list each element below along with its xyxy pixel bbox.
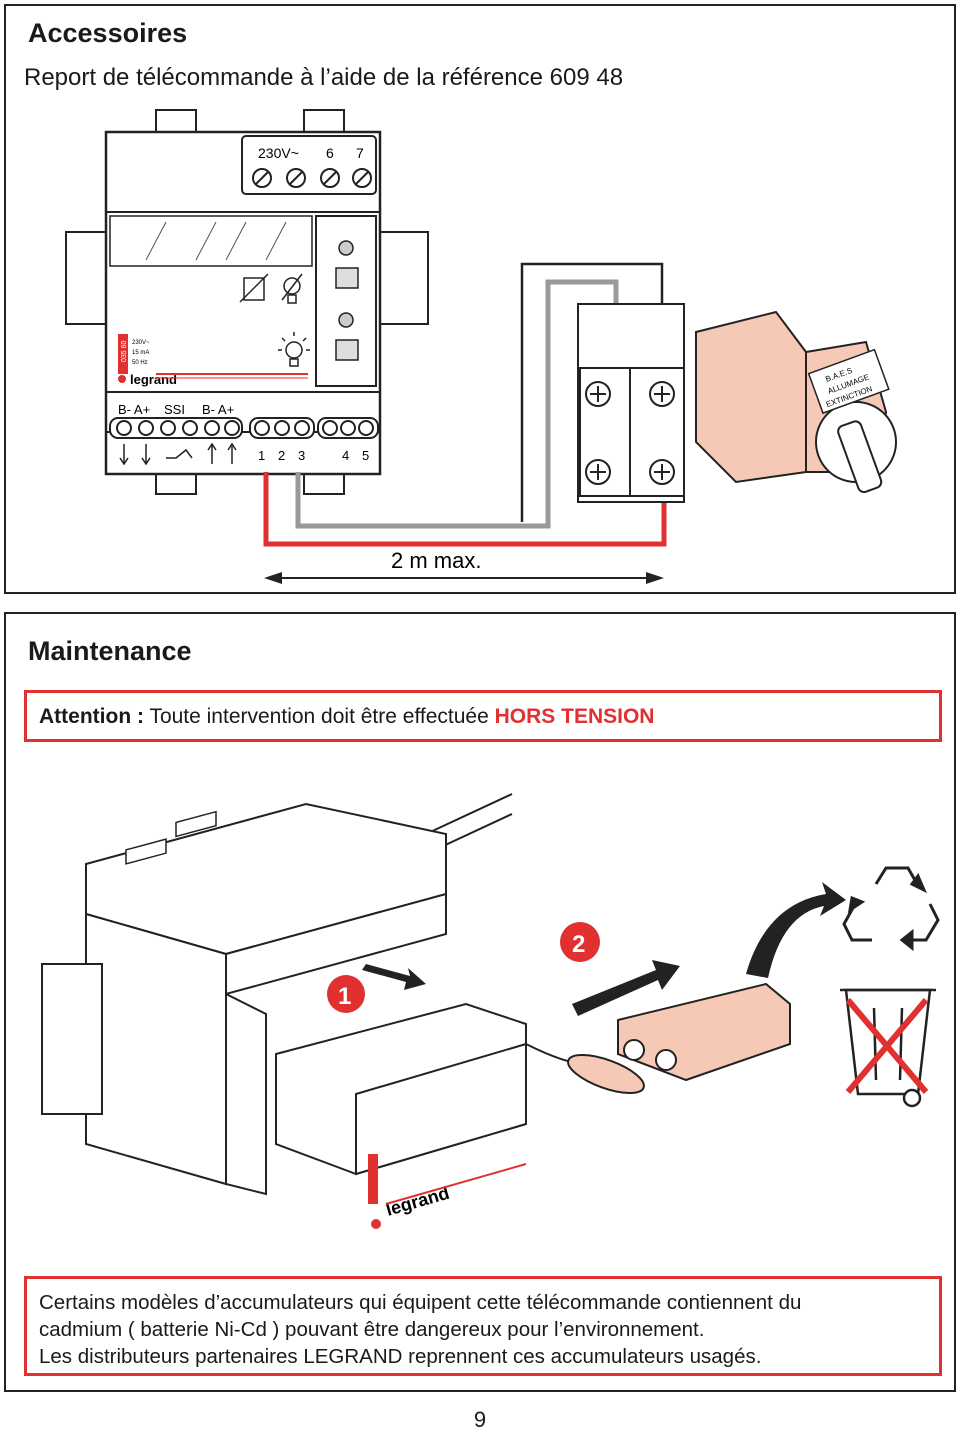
brand-dot xyxy=(118,375,126,383)
button-2 xyxy=(335,339,359,361)
step-1-arrow xyxy=(362,964,426,990)
bus-label-right: B- A+ xyxy=(202,402,234,417)
terminal-number-5: 5 xyxy=(362,448,369,463)
module-ref: 035 60 xyxy=(121,340,128,362)
terminal-label-230v: 230V~ xyxy=(258,145,299,161)
drawer-brand-dot xyxy=(371,1219,381,1229)
attention-label: Attention : xyxy=(39,705,144,728)
status-led-2 xyxy=(338,312,354,328)
environment-note-box: Certains modèles d’accumulateurs qui équ… xyxy=(24,1276,942,1376)
recycle-arrow xyxy=(746,882,846,978)
distance-label: 2 m max. xyxy=(391,548,481,573)
wiring-diagram: 230V~ 6 7 035 60 xyxy=(65,109,897,584)
bottom-screw-terminals xyxy=(109,417,379,439)
terminal-number-4: 4 xyxy=(342,448,349,463)
battery-replacement-illustration: legrand 1 2 xyxy=(41,793,940,1229)
red-wire xyxy=(263,472,667,547)
terminal-number-1: 1 xyxy=(258,448,265,463)
lamp-off-icon xyxy=(239,273,303,304)
brand-logo: legrand xyxy=(130,372,177,387)
button-1 xyxy=(335,267,359,289)
recycle-icon xyxy=(842,866,940,952)
ssi-label: SSI xyxy=(164,402,185,417)
selector-switch: B.A.E.S ALLUMAGE EXTINCTION xyxy=(695,310,897,494)
module-isometric xyxy=(41,802,447,1196)
red-strip xyxy=(118,334,128,374)
terminal-label-6: 6 xyxy=(326,145,334,161)
bus-arrows xyxy=(119,442,237,466)
note-line-1: Certains modèles d’accumulateurs qui équ… xyxy=(39,1291,802,1314)
top-screw-terminals xyxy=(252,168,372,188)
note-line-2: cadmium ( batterie Ni-Cd ) pouvant être … xyxy=(39,1318,705,1341)
accessories-title: Accessoires xyxy=(28,18,188,48)
accessories-subtitle: Report de télécommande à l’aide de la ré… xyxy=(24,64,624,91)
step-2-badge xyxy=(560,922,600,962)
bin-cross-2 xyxy=(845,998,929,1094)
bus-label-left: B- A+ xyxy=(118,402,150,417)
terminal-label-7: 7 xyxy=(356,145,364,161)
note-line-3: Les distributeurs partenaires LEGRAND re… xyxy=(39,1345,762,1368)
step-1-label: 1 xyxy=(338,983,351,1010)
module-spec-voltage: 230V~ xyxy=(132,340,150,346)
battery-drawer xyxy=(275,1002,527,1204)
accessories-panel: Accessoires Report de télécommande à l’a… xyxy=(4,4,956,594)
lamp-on-icon xyxy=(278,332,310,367)
module-spec-current: 15 mA xyxy=(132,350,149,356)
status-led-1 xyxy=(338,240,354,256)
attention-box: Attention : Toute intervention doit être… xyxy=(24,690,942,742)
attention-emphasis: HORS TENSION xyxy=(494,705,655,728)
contact-screws xyxy=(585,381,675,485)
step-2-label: 2 xyxy=(572,931,585,958)
step-2-arrow xyxy=(572,960,680,1016)
module-spec-frequency: 50 Hz xyxy=(132,360,148,366)
maintenance-panel: Maintenance Attention : Toute interventi… xyxy=(4,612,956,1392)
terminal-number-2: 2 xyxy=(278,448,285,463)
attention-text: Toute intervention doit être effectuée xyxy=(143,705,495,728)
battery-pack xyxy=(525,982,791,1094)
maintenance-title: Maintenance xyxy=(28,636,192,666)
step-1-badge xyxy=(327,975,365,1013)
terminal-number-3: 3 xyxy=(298,448,305,463)
page-number: 9 xyxy=(473,1407,487,1432)
top-clip xyxy=(155,109,197,135)
gray-wire xyxy=(295,279,619,529)
